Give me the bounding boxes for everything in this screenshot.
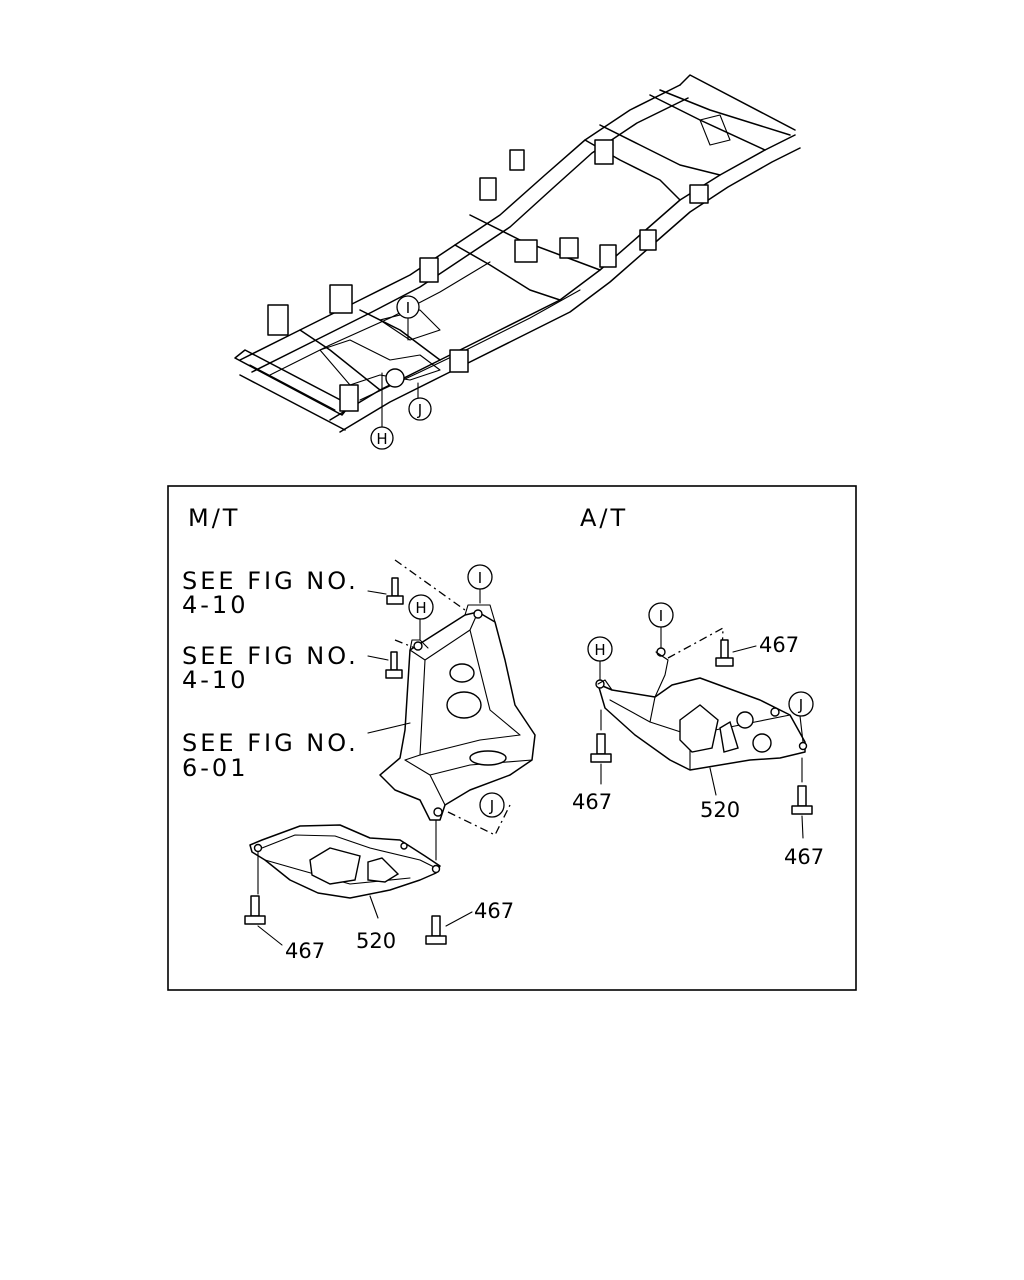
mt-callout-j: J [479,792,505,818]
svg-text:J: J [417,401,422,419]
at-bolt-467-right-icon [791,785,813,839]
at-bolt-467-left: 467 [572,790,612,814]
svg-text:I: I [478,569,482,587]
at-callout-h: H [587,636,613,662]
svg-text:H: H [594,641,605,659]
mt-see-fig-3-num: 6-01 [182,754,248,782]
at-bolt-467-top-icon [715,639,757,667]
svg-text:I: I [659,607,663,625]
detail-frame [167,485,857,991]
at-bolt-467-right: 467 [784,845,824,869]
at-callout-i: I [648,602,674,628]
mt-see-fig-2-num: 4-10 [182,666,248,694]
mt-callout-i: I [467,564,493,590]
mt-bolt-467-left: 467 [285,939,325,963]
mt-see-fig-1-num: 4-10 [182,591,248,619]
mt-bolt-upper-icon [367,577,404,605]
svg-text:J: J [798,696,803,714]
mt-callout-h: H [408,594,434,620]
mt-see-fig-3: SEE FIG NO. [182,729,359,757]
mt-see-fig-2: SEE FIG NO. [182,642,359,670]
mt-skid-plate-520 [249,824,441,919]
svg-text:H: H [376,430,387,448]
at-bolt-467-top: 467 [759,633,799,657]
mt-bolt-467-left-icon [244,895,283,946]
mt-part-520: 520 [356,929,396,953]
frame-callout-h: H [370,426,394,450]
frame-callout-i: I [396,295,420,319]
mt-crossmember-bracket [367,604,536,821]
vehicle-frame-illustration [234,74,801,433]
mt-bolt-467-right: 467 [474,899,514,923]
mt-see-fig-1: SEE FIG NO. [182,567,359,595]
at-callout-j: J [788,691,814,717]
mt-bolt-467-right-icon [425,911,473,945]
at-bolt-467-left-icon [590,733,612,785]
svg-text:H: H [415,599,426,617]
mt-bolt-middle-icon [367,651,403,679]
at-part-520: 520 [700,798,740,822]
svg-text:J: J [489,797,494,815]
at-label: A/T [580,504,628,532]
svg-text:I: I [406,299,410,317]
at-skid-plate-520 [595,647,808,771]
mt-label: M/T [188,504,240,532]
frame-callout-j: J [408,397,432,421]
